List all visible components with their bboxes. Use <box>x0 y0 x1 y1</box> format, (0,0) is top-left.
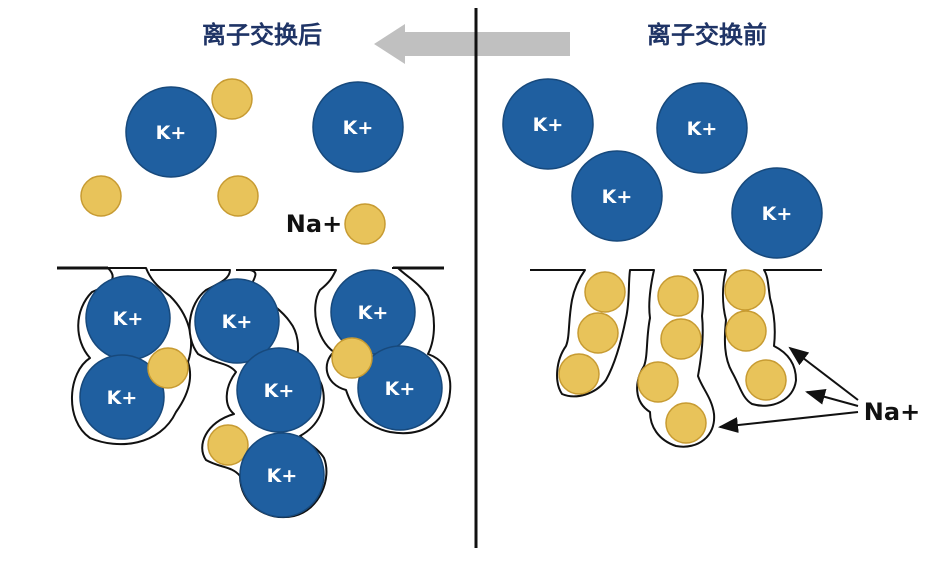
na-ion-label: Na+ <box>286 210 342 238</box>
k-ion <box>236 347 322 433</box>
na-ion <box>80 175 122 217</box>
na-ion <box>558 353 600 395</box>
k-ion <box>357 345 443 431</box>
before-exchange-title: 离子交换前 <box>647 21 767 49</box>
na-ion <box>577 312 619 354</box>
k-ion <box>312 81 404 173</box>
k-ion-label: K+ <box>107 387 138 409</box>
na-ion <box>344 203 386 245</box>
na-ion <box>331 337 373 379</box>
k-ion-label: K+ <box>602 186 633 208</box>
na-ion-label: Na+ <box>864 398 920 426</box>
k-ion-label: K+ <box>267 465 298 487</box>
pointer-arrow <box>718 411 859 434</box>
k-ion <box>125 86 217 178</box>
k-ion-label: K+ <box>156 122 187 144</box>
left-panel: K+ K+ Na+ K+ K+ K+ K+ K+ K+ K+ <box>57 78 452 519</box>
na-ion <box>584 271 626 313</box>
right-panel: K+ K+ K+ K+ Na+ <box>502 78 920 448</box>
k-ion-label: K+ <box>358 302 389 324</box>
na-ion <box>725 310 767 352</box>
k-ion-label: K+ <box>385 378 416 400</box>
na-ion <box>207 424 249 466</box>
na-ion <box>665 402 707 444</box>
na-ion <box>211 78 253 120</box>
k-ion <box>656 82 748 174</box>
na-ion <box>217 175 259 217</box>
k-ion <box>571 150 663 242</box>
k-ion <box>239 432 325 518</box>
k-ion <box>731 167 823 259</box>
pointer-arrow <box>788 346 859 401</box>
k-ion-label: K+ <box>533 114 564 136</box>
k-ion-label: K+ <box>113 308 144 330</box>
k-ion-label: K+ <box>687 118 718 140</box>
na-ion <box>637 361 679 403</box>
na-ion <box>147 347 189 389</box>
na-ion <box>657 275 699 317</box>
k-ion-label: K+ <box>343 117 374 139</box>
na-ion <box>745 359 787 401</box>
k-ion-label: K+ <box>762 203 793 225</box>
na-ion <box>724 269 766 311</box>
k-ion <box>502 78 594 170</box>
na-ion <box>660 318 702 360</box>
k-ion-label: K+ <box>264 380 295 402</box>
k-ion <box>79 354 165 440</box>
direction-arrow <box>374 24 570 64</box>
after-exchange-title: 离子交换后 <box>202 21 322 49</box>
k-ion <box>330 269 416 355</box>
pointer-arrow <box>805 389 859 407</box>
k-ion <box>194 278 280 364</box>
k-ion-label: K+ <box>222 311 253 333</box>
